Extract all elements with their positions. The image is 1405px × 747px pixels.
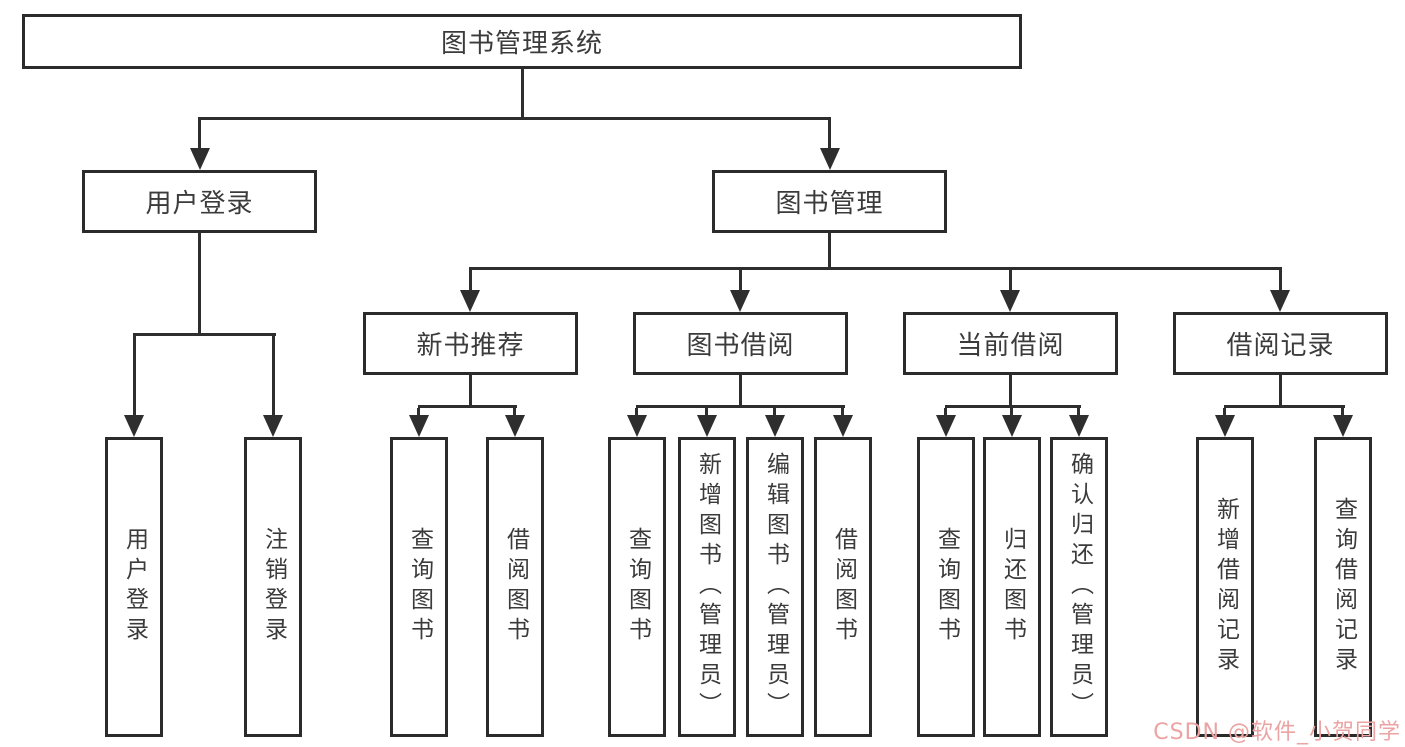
arrow-to-user-login	[190, 148, 210, 170]
arrow-to-leaf-query-books-recommend	[409, 415, 429, 437]
connector-user-login-split	[133, 333, 276, 336]
connector-stem-leaf	[417, 408, 420, 417]
node-book-management: 图书管理	[712, 170, 947, 233]
leaf-borrow-books-recommend: 借阅图书	[486, 437, 544, 737]
connector-borrowing-split	[636, 405, 845, 408]
node-label: 图书管理	[775, 189, 884, 219]
arrow-to-new-book-recommend	[460, 290, 480, 312]
arrow-to-book-borrowing	[730, 290, 750, 312]
arrow-to-leaf-confirm-return-admin	[1069, 415, 1089, 437]
connector-root-split	[198, 117, 831, 120]
leaf-label: 借阅图书	[830, 527, 857, 647]
connector-stem-leaf	[944, 408, 947, 417]
leaf-borrow-books-borrowing: 借阅图书	[814, 437, 872, 737]
connector-stem-borrowing-records	[1279, 270, 1282, 292]
connector-borrowing-stem	[739, 375, 742, 407]
arrow-to-current-borrowing	[1000, 290, 1020, 312]
connector-stem-leaf-user-login	[133, 336, 136, 416]
connector-stem-new-book-recommend	[469, 270, 472, 292]
connector-stem-leaf	[635, 408, 638, 417]
leaf-add-borrow-record: 新增借阅记录	[1196, 437, 1254, 737]
arrow-to-leaf-edit-books-admin	[765, 415, 785, 437]
node-user-login: 用户登录	[82, 170, 317, 233]
arrow-to-leaf-borrow-books-recommend	[505, 415, 525, 437]
connector-stem-leaf	[1010, 408, 1013, 417]
node-label: 当前借阅	[956, 331, 1065, 361]
csdn-watermark: CSDN @软件_小贺同学	[1153, 720, 1401, 745]
leaf-label: 新增借阅记录	[1212, 497, 1239, 677]
leaf-logout: 注销登录	[244, 437, 302, 737]
connector-records-split	[1224, 405, 1345, 408]
node-book-borrowing: 图书借阅	[633, 312, 848, 375]
connector-stem-leaf	[1341, 408, 1344, 417]
leaf-confirm-return-admin: 确认归还（管理员）	[1050, 437, 1108, 737]
node-library-management-system: 图书管理系统	[22, 14, 1022, 69]
arrow-to-borrowing-records	[1270, 290, 1290, 312]
arrow-to-leaf-borrow-books-borrowing	[833, 415, 853, 437]
connector-recommend-split	[418, 405, 517, 408]
arrow-to-leaf-add-borrow-record	[1215, 415, 1235, 437]
arrow-to-leaf-query-books-current	[936, 415, 956, 437]
connector-user-login-stem	[198, 233, 201, 336]
node-label: 图书管理系统	[440, 29, 603, 59]
leaf-query-books-recommend: 查询图书	[390, 437, 448, 737]
connector-records-stem	[1279, 375, 1282, 407]
leaf-label: 查询借阅记录	[1330, 497, 1357, 677]
connector-stem-book-borrowing	[739, 270, 742, 292]
leaf-label: 借阅图书	[502, 527, 529, 647]
leaf-label: 查询图书	[624, 527, 651, 647]
node-new-book-recommend: 新书推荐	[363, 312, 578, 375]
connector-stem-leaf	[1077, 408, 1080, 417]
leaf-add-books-admin: 新增图书（管理员）	[678, 437, 736, 737]
node-label: 借阅记录	[1226, 331, 1335, 361]
node-current-borrowing: 当前借阅	[903, 312, 1118, 375]
node-label: 图书借阅	[686, 331, 795, 361]
connector-recommend-stem	[469, 375, 472, 407]
leaf-user-login: 用户登录	[105, 437, 163, 737]
leaf-label: 新增图书（管理员）	[694, 452, 721, 722]
connector-current-split	[945, 405, 1081, 408]
arrow-to-leaf-query-books-borrowing	[627, 415, 647, 437]
connector-stem-leaf	[773, 408, 776, 417]
connector-book-management-split	[469, 267, 1282, 270]
leaf-label: 用户登录	[121, 527, 148, 647]
connector-book-management-stem	[828, 233, 831, 269]
connector-stem-current-borrowing	[1009, 270, 1012, 292]
connector-current-stem	[1009, 375, 1012, 407]
arrow-to-leaf-return-books	[1002, 415, 1022, 437]
arrow-to-leaf-user-login	[124, 415, 144, 437]
leaf-label: 确认归还（管理员）	[1066, 452, 1093, 722]
connector-stem-leaf-logout	[272, 336, 275, 416]
connector-stem-leaf	[705, 408, 708, 417]
leaf-label: 查询图书	[933, 527, 960, 647]
arrow-to-leaf-add-books-admin	[697, 415, 717, 437]
arrow-to-leaf-logout	[263, 415, 283, 437]
connector-stem-leaf	[841, 408, 844, 417]
leaf-label: 查询图书	[406, 527, 433, 647]
leaf-return-books: 归还图书	[983, 437, 1041, 737]
leaf-label: 编辑图书（管理员）	[762, 452, 789, 722]
connector-stem-leaf	[513, 408, 516, 417]
arrow-to-leaf-query-borrow-record	[1333, 415, 1353, 437]
connector-stem-leaf	[1223, 408, 1226, 417]
leaf-query-books-current: 查询图书	[917, 437, 975, 737]
leaf-edit-books-admin: 编辑图书（管理员）	[746, 437, 804, 737]
connector-root-stem	[521, 69, 524, 118]
node-label: 用户登录	[145, 189, 254, 219]
node-label: 新书推荐	[416, 331, 525, 361]
arrow-to-book-management	[820, 148, 840, 170]
leaf-label: 注销登录	[260, 527, 287, 647]
connector-stem-user-login	[198, 120, 201, 150]
node-borrowing-records: 借阅记录	[1173, 312, 1388, 375]
leaf-label: 归还图书	[999, 527, 1026, 647]
connector-stem-book-management	[828, 120, 831, 150]
leaf-query-books-borrowing: 查询图书	[608, 437, 666, 737]
leaf-query-borrow-record: 查询借阅记录	[1314, 437, 1372, 737]
